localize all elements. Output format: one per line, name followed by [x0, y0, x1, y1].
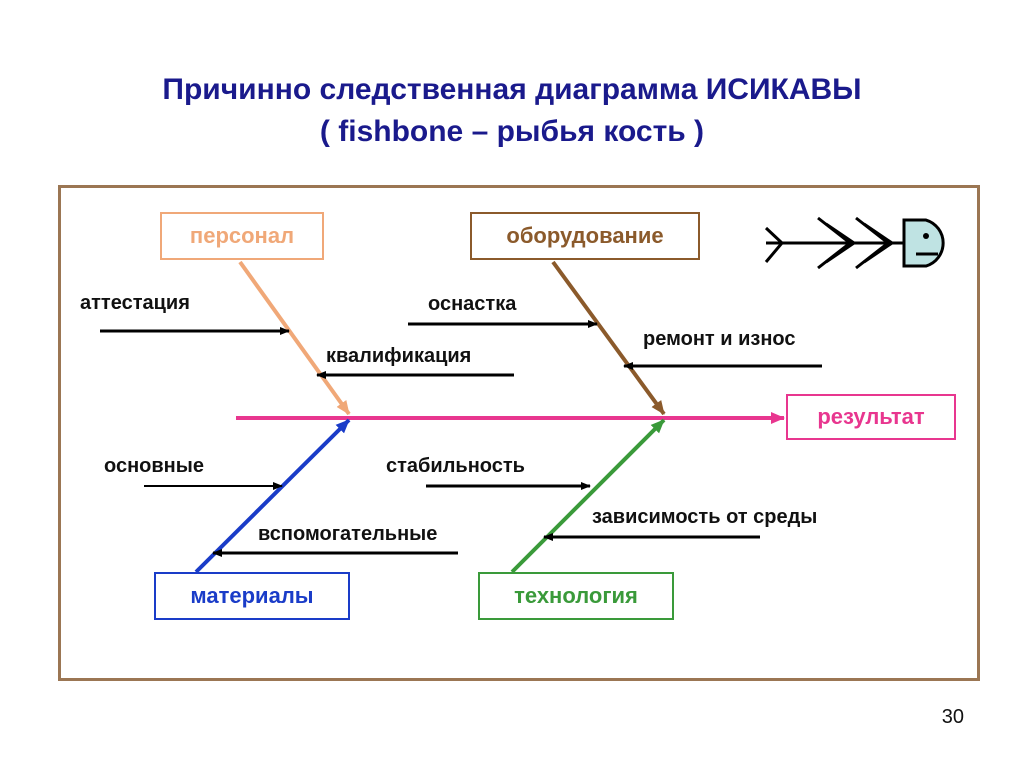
- bone-personnel: [238, 260, 351, 416]
- diagram-title: Причинно следственная диаграмма ИСИКАВЫ: [162, 73, 862, 106]
- result-label: результат: [817, 404, 925, 429]
- category-technology-label: технология: [514, 583, 638, 608]
- cause-repair-wear: ремонт и износ: [643, 328, 796, 350]
- category-equipment: оборудование: [470, 212, 700, 260]
- bone-materials: [194, 418, 351, 574]
- cause-auxiliary: вспомогательные: [258, 523, 438, 545]
- cause-stability: стабильность: [386, 455, 525, 477]
- bone-equipment: [551, 260, 666, 416]
- cause-qualification: квалификация: [326, 345, 472, 367]
- fish-skeleton-icon: [764, 216, 945, 270]
- cause-main: основные: [104, 455, 204, 477]
- result-box: результат: [786, 394, 956, 440]
- bone-technology: [510, 418, 666, 574]
- category-personnel-label: персонал: [189, 223, 295, 248]
- category-technology: технология: [478, 572, 674, 620]
- cause-environment-dependence: зависимость от среды: [592, 506, 818, 528]
- category-personnel: персонал: [160, 212, 324, 260]
- cause-tooling: оснастка: [428, 293, 517, 315]
- diagram-subtitle: ( fishbone – рыбья кость ): [319, 115, 705, 148]
- cause-attestation: аттестация: [80, 292, 190, 314]
- diagram-frame: [58, 185, 980, 681]
- category-materials: материалы: [154, 572, 350, 620]
- category-materials-label: материалы: [190, 583, 314, 608]
- page-number: 30: [941, 706, 964, 728]
- category-equipment-label: оборудование: [506, 223, 664, 248]
